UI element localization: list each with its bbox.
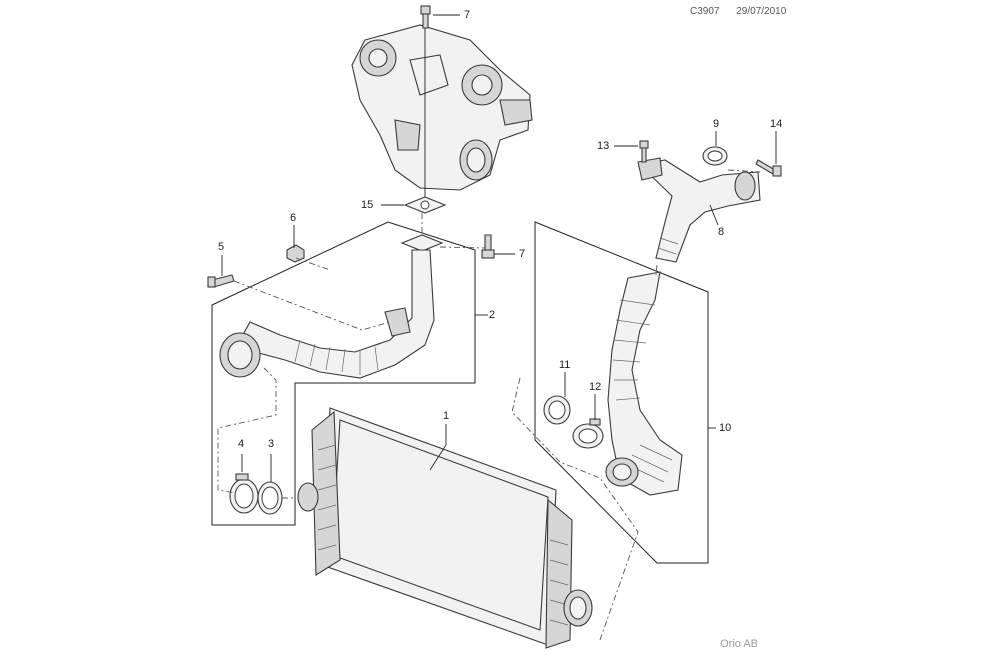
callout-1: 1 [443,410,450,422]
hose-assembly-2-frame [211,221,476,526]
brand-label: Orio AB [720,638,758,650]
assembly-lines [217,169,761,641]
seal-11 [543,395,571,425]
bolt-5 [207,274,235,288]
gasket-15 [403,196,447,214]
turbocharger-illustration [351,12,533,205]
bolt-14 [755,159,782,177]
callout-8: 8 [718,226,725,238]
intercooler-1 [297,407,593,649]
callout-2: 2 [489,309,496,321]
drawing-date: 29/07/2010 [736,6,787,17]
seal-9 [702,146,728,166]
drawing-code: C3907 [690,6,720,17]
leader-lines [221,14,777,482]
bolt-7-upper [420,5,431,29]
callout-4: 4 [238,438,245,450]
callout-14: 14 [770,118,783,130]
callout-10: 10 [719,422,732,434]
callout-7-lower: 7 [519,248,526,260]
pipe-8 [637,157,761,263]
callout-6: 6 [290,212,297,224]
callout-9: 9 [713,118,720,130]
callout-15: 15 [361,199,374,211]
callout-12: 12 [589,381,602,393]
callout-7-upper: 7 [464,9,471,21]
callout-13: 13 [597,140,610,152]
bolt-7-lower [481,234,495,259]
charge-air-hose-10 [605,271,683,496]
hose-assembly-10-frame [534,221,709,564]
nut-6 [286,244,305,263]
clamp-4 [229,473,259,514]
drawing-header: C3907 29/07/2010 [690,6,800,17]
callout-5: 5 [218,241,225,253]
clamp-12 [572,418,604,449]
callout-11: 11 [559,359,571,371]
seal-3 [257,481,283,515]
bolt-13 [639,140,649,163]
charge-air-hose-2 [219,234,444,379]
callout-3: 3 [268,438,275,450]
